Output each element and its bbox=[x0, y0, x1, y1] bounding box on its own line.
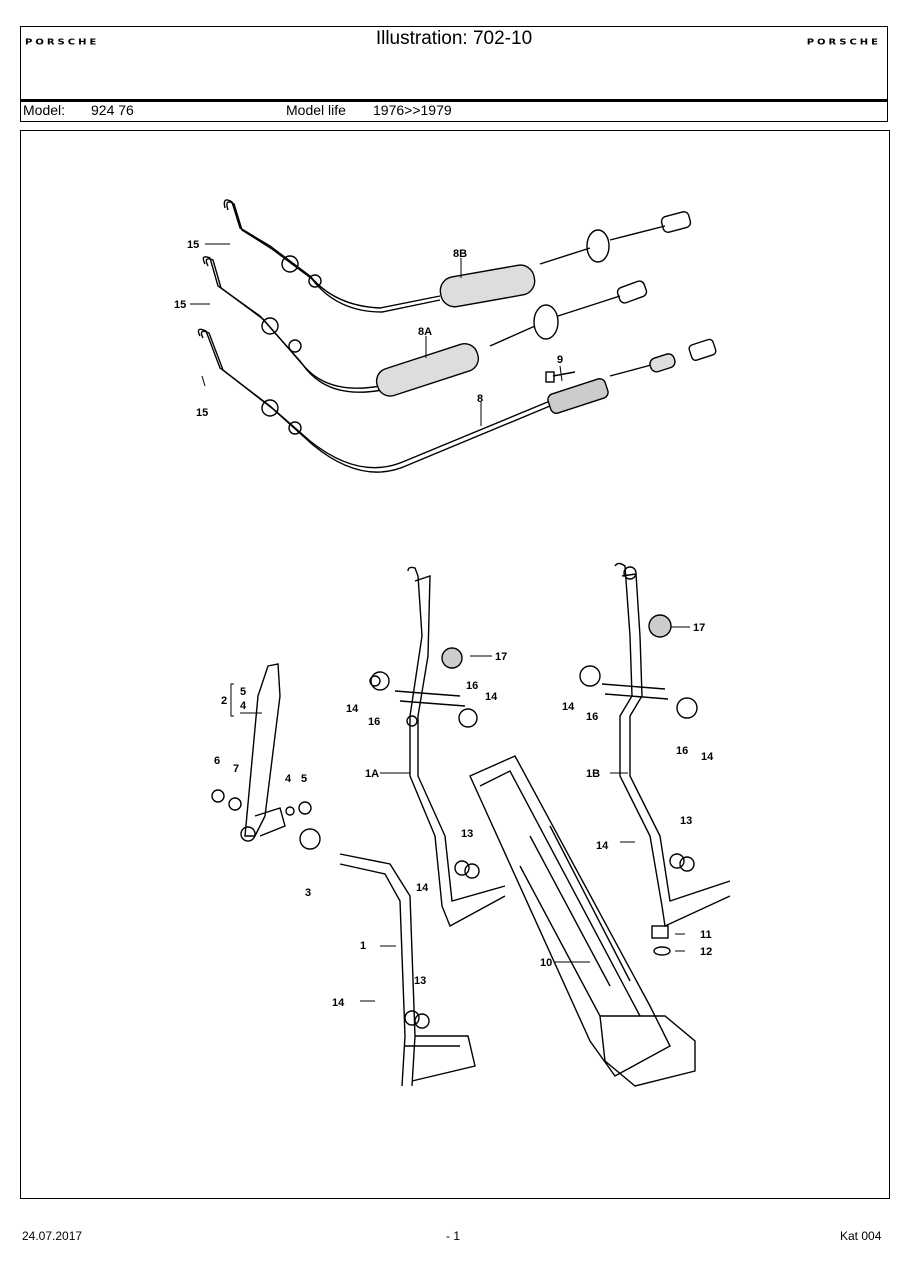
porsche-logo-left: PORSCHE bbox=[25, 38, 100, 47]
callout-1A: 1A bbox=[365, 768, 379, 780]
callout-14-g: 14 bbox=[332, 997, 345, 1009]
header-box: PORSCHE Illustration: 702-10 PORSCHE Mod… bbox=[20, 26, 888, 122]
illustration-title: Illustration: 702-10 bbox=[375, 28, 533, 49]
model-value: 924 76 bbox=[91, 102, 134, 118]
cable-8 bbox=[197, 328, 717, 473]
accelerator-pedal-10 bbox=[469, 755, 696, 1087]
footer-catalog: Kat 004 bbox=[840, 1229, 882, 1243]
cable-8A bbox=[202, 256, 648, 397]
model-life-value: 1976>>1979 bbox=[373, 102, 452, 118]
callout-12: 12 bbox=[700, 946, 712, 958]
header-divider bbox=[21, 99, 887, 102]
callout-8: 8 bbox=[477, 393, 483, 405]
callout-9: 9 bbox=[557, 354, 563, 366]
pedal-2 bbox=[240, 663, 286, 842]
callout-13-right: 13 bbox=[680, 815, 692, 827]
callout-15-bottom: 15 bbox=[196, 407, 208, 419]
callout-14-e: 14 bbox=[416, 882, 429, 894]
callout-5-group: 5 bbox=[240, 686, 246, 698]
callout-14-d: 14 bbox=[701, 751, 714, 763]
callout-7: 7 bbox=[233, 763, 239, 775]
pedal-1A bbox=[394, 566, 506, 927]
model-label: Model: bbox=[23, 102, 66, 118]
callout-13-bottom: 13 bbox=[414, 975, 426, 987]
callout-3: 3 bbox=[305, 887, 311, 899]
callout-17-left: 17 bbox=[495, 651, 507, 663]
callout-2: 2 bbox=[221, 695, 227, 707]
callout-11: 11 bbox=[700, 929, 712, 941]
callout-10: 10 bbox=[540, 957, 552, 969]
callout-8B: 8B bbox=[453, 248, 467, 260]
callout-4: 4 bbox=[285, 773, 292, 785]
pedal-1 bbox=[339, 853, 476, 1087]
callout-16-b: 16 bbox=[466, 680, 478, 692]
callout-13-left: 13 bbox=[461, 828, 473, 840]
callout-16-a: 16 bbox=[368, 716, 380, 728]
cable-8B bbox=[223, 199, 692, 313]
callout-16-d: 16 bbox=[676, 745, 688, 757]
leader-lines bbox=[190, 243, 690, 1002]
callout-1: 1 bbox=[360, 940, 366, 952]
callout-5: 5 bbox=[301, 773, 307, 785]
callout-15-top: 15 bbox=[187, 239, 199, 251]
small-parts bbox=[211, 371, 698, 1029]
callout-14-a: 14 bbox=[346, 703, 359, 715]
callout-6: 6 bbox=[214, 755, 220, 767]
illustration-frame bbox=[20, 130, 890, 1199]
footer-date: 24.07.2017 bbox=[22, 1229, 83, 1243]
callout-15-mid: 15 bbox=[174, 299, 186, 311]
callout-1B: 1B bbox=[586, 768, 600, 780]
callout-14-b: 14 bbox=[485, 691, 498, 703]
callout-4-group: 4 bbox=[240, 700, 247, 712]
footer-page: - 1 bbox=[446, 1229, 461, 1243]
callout-14-f: 14 bbox=[596, 840, 609, 852]
model-life-label: Model life bbox=[286, 102, 346, 118]
callout-16-c: 16 bbox=[586, 711, 598, 723]
pedal-1B bbox=[601, 562, 731, 928]
parts-illustration: 15 15 15 8B 8A 8 9 17 17 14 16 16 14 14 … bbox=[174, 199, 731, 1087]
callout-14-c: 14 bbox=[562, 701, 575, 713]
callout-8A: 8A bbox=[418, 326, 432, 338]
porsche-logo-right: PORSCHE bbox=[806, 38, 881, 47]
callout-17-right: 17 bbox=[693, 622, 705, 634]
